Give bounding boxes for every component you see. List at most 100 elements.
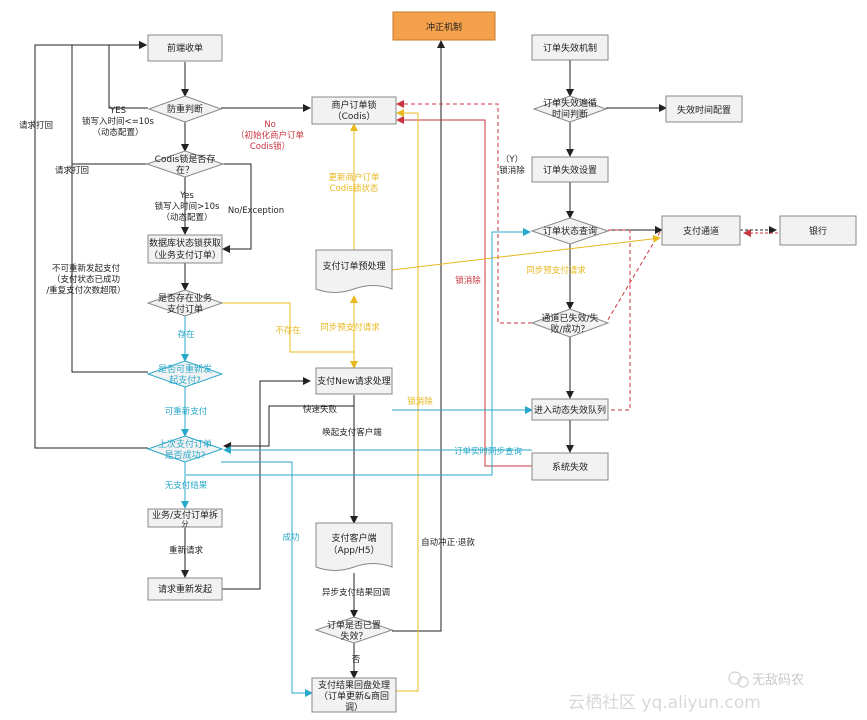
node-timecfg-label: 失效时间配置 [677, 104, 731, 116]
edge-red-sysexp-lock [396, 116, 532, 467]
edge-cannot-repay [71, 164, 148, 373]
node-expset-label: 订单失效设置 [543, 164, 597, 176]
node-result-label-3: 调） [345, 702, 363, 713]
label-request-back-1: 请求打回 [19, 120, 53, 131]
node-expmech-label: 订单失效机制 [543, 42, 597, 54]
node-result-label-1: 支付结果回盘处理 [318, 679, 390, 691]
label-lock-clear-y-a: （Y） [501, 154, 523, 165]
node-client [315, 522, 393, 571]
node-expire-set [531, 156, 609, 183]
node-split [147, 508, 223, 528]
label-fast-fail: 快速失败 [303, 404, 338, 415]
node-canrepay-label-2: 起支付? [169, 374, 201, 386]
node-db-label-1: 数据库状态锁获取 [149, 237, 221, 249]
node-queue-label: 进入动态失效队列 [534, 404, 606, 416]
label-yes2-b: 锁写入时间>10s [155, 201, 220, 212]
node-bank-label: 银行 [809, 225, 827, 237]
node-client-label-2: （App/H5） [328, 545, 379, 556]
edge-request-back-2 [71, 41, 148, 165]
node-sys-expire [531, 452, 609, 481]
node-lastpay-label-1: 上次支付订单 [158, 438, 212, 450]
label-exists: 存在 [177, 329, 194, 340]
label-auto-refund: 自动冲正·退款 [421, 537, 475, 548]
label-no: 否 [352, 655, 361, 665]
edge-c-left-to-query [186, 228, 531, 476]
node-split-label-2: 分 [182, 519, 189, 528]
node-expire-time-cfg [665, 95, 743, 123]
label-yes1-c: （动态配置） [92, 127, 143, 138]
label-sync-pre-req-2: 同步预支付请求 [526, 265, 586, 276]
label-yes2-a: Yes [179, 191, 194, 201]
node-biz-label-2: 支付订单 [167, 303, 203, 315]
node-codis-lock-exists [145, 150, 225, 178]
watermark-site: 云栖社区 yq.aliyun.com [568, 693, 761, 713]
node-db-label-2: （业务支付订单） [149, 249, 221, 261]
edge-red-query-queue [607, 229, 631, 411]
edge-red-channel-to-chstate [605, 231, 661, 324]
node-sysexp-label: 系统失效 [552, 461, 588, 473]
node-channel-label: 支付通道 [683, 225, 719, 237]
label-update-lock-a: 更新商户订单 [328, 172, 380, 183]
label-lock-clear-1: 锁消除 [455, 275, 481, 286]
label-invoke-client: 唤起支付客户端 [322, 427, 382, 438]
node-split-label-1: 业务/支付订单拆 [152, 509, 218, 521]
node-rerequest-label: 请求重新发起 [158, 583, 212, 595]
wechat-icon-2 [737, 676, 749, 688]
node-anti-dup-label: 防重判断 [167, 103, 203, 115]
node-bank [779, 215, 857, 246]
node-merchant-lock [311, 96, 397, 125]
watermark: 无敌码农 云栖社区 yq.aliyun.com [568, 671, 804, 713]
node-front-cashier [147, 34, 223, 62]
node-can-repay [146, 360, 224, 388]
label-update-lock-b: Codis锁状态 [330, 183, 379, 194]
edge-auto-reversal [392, 40, 445, 632]
node-expired-label-2: 失效？ [340, 630, 367, 642]
node-anti-dup [147, 95, 223, 123]
node-order-expired [314, 616, 394, 644]
node-client-label-1: 支付客户端 [331, 532, 376, 544]
node-new-request [315, 367, 393, 395]
node-canrepay-label-1: 是否可重新发 [158, 363, 212, 375]
node-channel [661, 215, 741, 246]
label-cannot-repay-c: /重复支付次数超限） [46, 285, 125, 296]
label-no1-b: （初始化商户订单 [236, 130, 305, 141]
node-lock-label-1: 商户订单锁 [331, 99, 376, 111]
node-pre-process [315, 249, 393, 293]
wechat-icon [728, 671, 742, 685]
label-can-repay: 可重新支付 [165, 406, 208, 417]
label-realtime-sync: 订单实时同步查询 [454, 446, 522, 457]
label-async-callback: 异步支付结果回调 [322, 587, 390, 598]
label-yes1-a: YES [109, 106, 126, 116]
node-chstate-label-1: 通道已失效/失 [541, 312, 598, 324]
node-last-pay [146, 435, 224, 463]
node-delay-queue [531, 398, 609, 421]
node-expcheck-label-1: 订单失效遍循 [543, 97, 597, 109]
node-new-label: 支付New请求处理 [317, 375, 391, 387]
node-result [311, 677, 397, 713]
label-request-back-2: 请求打回 [55, 165, 89, 176]
node-expcheck-label-2: 时间判断 [552, 108, 588, 120]
edge-new-fastfail [223, 395, 355, 450]
label-cannot-repay-a: 不可重新发起支付 [52, 263, 121, 274]
node-codis-label-1: Codis锁是否存 [155, 153, 216, 165]
edge-request-back-1 [108, 41, 148, 109]
watermark-wechat: 无敌码农 [752, 673, 804, 688]
node-expire-mech [531, 34, 609, 61]
edge-y-result-to-lock [392, 109, 419, 692]
node-re-request [147, 577, 223, 601]
edge-codis-no-exception [221, 163, 252, 253]
node-pre-label: 支付订单预处理 [322, 260, 385, 272]
node-query-label: 订单状态查询 [543, 225, 597, 237]
label-no1-c: Codis锁） [250, 141, 290, 152]
label-lock-clear-y-b: 锁消除 [499, 165, 525, 176]
node-lastpay-label-2: 是否成功? [165, 449, 206, 461]
node-reversal [392, 11, 496, 41]
node-channel-state [530, 308, 610, 338]
label-no1-a: No [264, 120, 276, 130]
edge-y-pre-to-channel [391, 234, 661, 271]
node-db-lock [147, 234, 223, 264]
label-success: 成功 [282, 532, 299, 543]
label-re-request: 重新请求 [169, 545, 204, 556]
label-no-exception: No/Exception [228, 206, 284, 216]
